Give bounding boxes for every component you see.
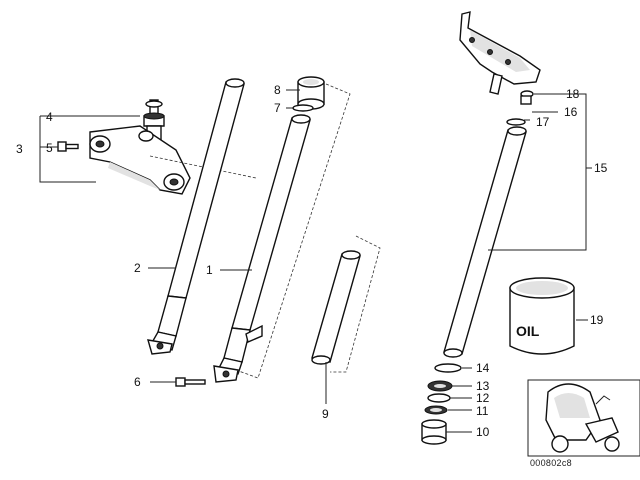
- callout-3: 3: [16, 142, 23, 156]
- inner-tube-part-9: [311, 250, 361, 365]
- bracket-3: [39, 116, 96, 183]
- oil-label: OIL: [516, 323, 540, 339]
- ring-part-17: [506, 118, 526, 126]
- callout-18: 18: [566, 87, 580, 101]
- callout-5: 5: [46, 141, 53, 155]
- nut-part-16: [520, 95, 532, 105]
- bushing-part-8: [297, 76, 325, 110]
- callout-16: 16: [564, 105, 578, 119]
- dashed-guide: [149, 155, 257, 179]
- fork-tube-part-1: [213, 114, 311, 383]
- handlebar-bracket-part: [459, 11, 541, 95]
- washer-part-14: [434, 363, 462, 373]
- callout-1: 1: [206, 263, 213, 277]
- callout-7: 7: [274, 101, 281, 115]
- callout-17: 17: [536, 115, 550, 129]
- callout-19: 19: [590, 313, 604, 327]
- fork-tube-part-2: [147, 78, 245, 355]
- vehicle-thumbnail: [527, 379, 640, 457]
- callout-14: 14: [476, 361, 490, 375]
- dashed-box-1: [235, 83, 351, 379]
- bolt-part-6: [175, 377, 206, 387]
- callout-12: 12: [476, 391, 490, 405]
- clip-part-11-hole: [430, 408, 442, 412]
- callout-11: 11: [476, 404, 489, 418]
- seal-part-13-hole: [434, 384, 446, 388]
- callout-4: 4: [46, 110, 53, 124]
- oil-can-part-19: OIL: [509, 277, 575, 355]
- dashed-box-9: [330, 235, 381, 373]
- ring-part-12: [427, 393, 451, 403]
- fork-bridge-part: [89, 99, 191, 195]
- callout-10: 10: [476, 425, 490, 439]
- callout-6: 6: [134, 375, 141, 389]
- ring-part-7: [292, 104, 314, 112]
- callout-8: 8: [274, 83, 281, 97]
- callout-2: 2: [134, 261, 141, 275]
- callout-9: 9: [322, 407, 329, 421]
- diagram-code: 000802c8: [530, 458, 572, 468]
- bolt-part-5: [57, 141, 79, 152]
- fork-tube-part-15: [443, 126, 527, 358]
- callout-13: 13: [476, 379, 490, 393]
- bracket-15: [488, 93, 587, 251]
- callout-15: 15: [594, 161, 608, 175]
- seal-stack: [421, 363, 462, 445]
